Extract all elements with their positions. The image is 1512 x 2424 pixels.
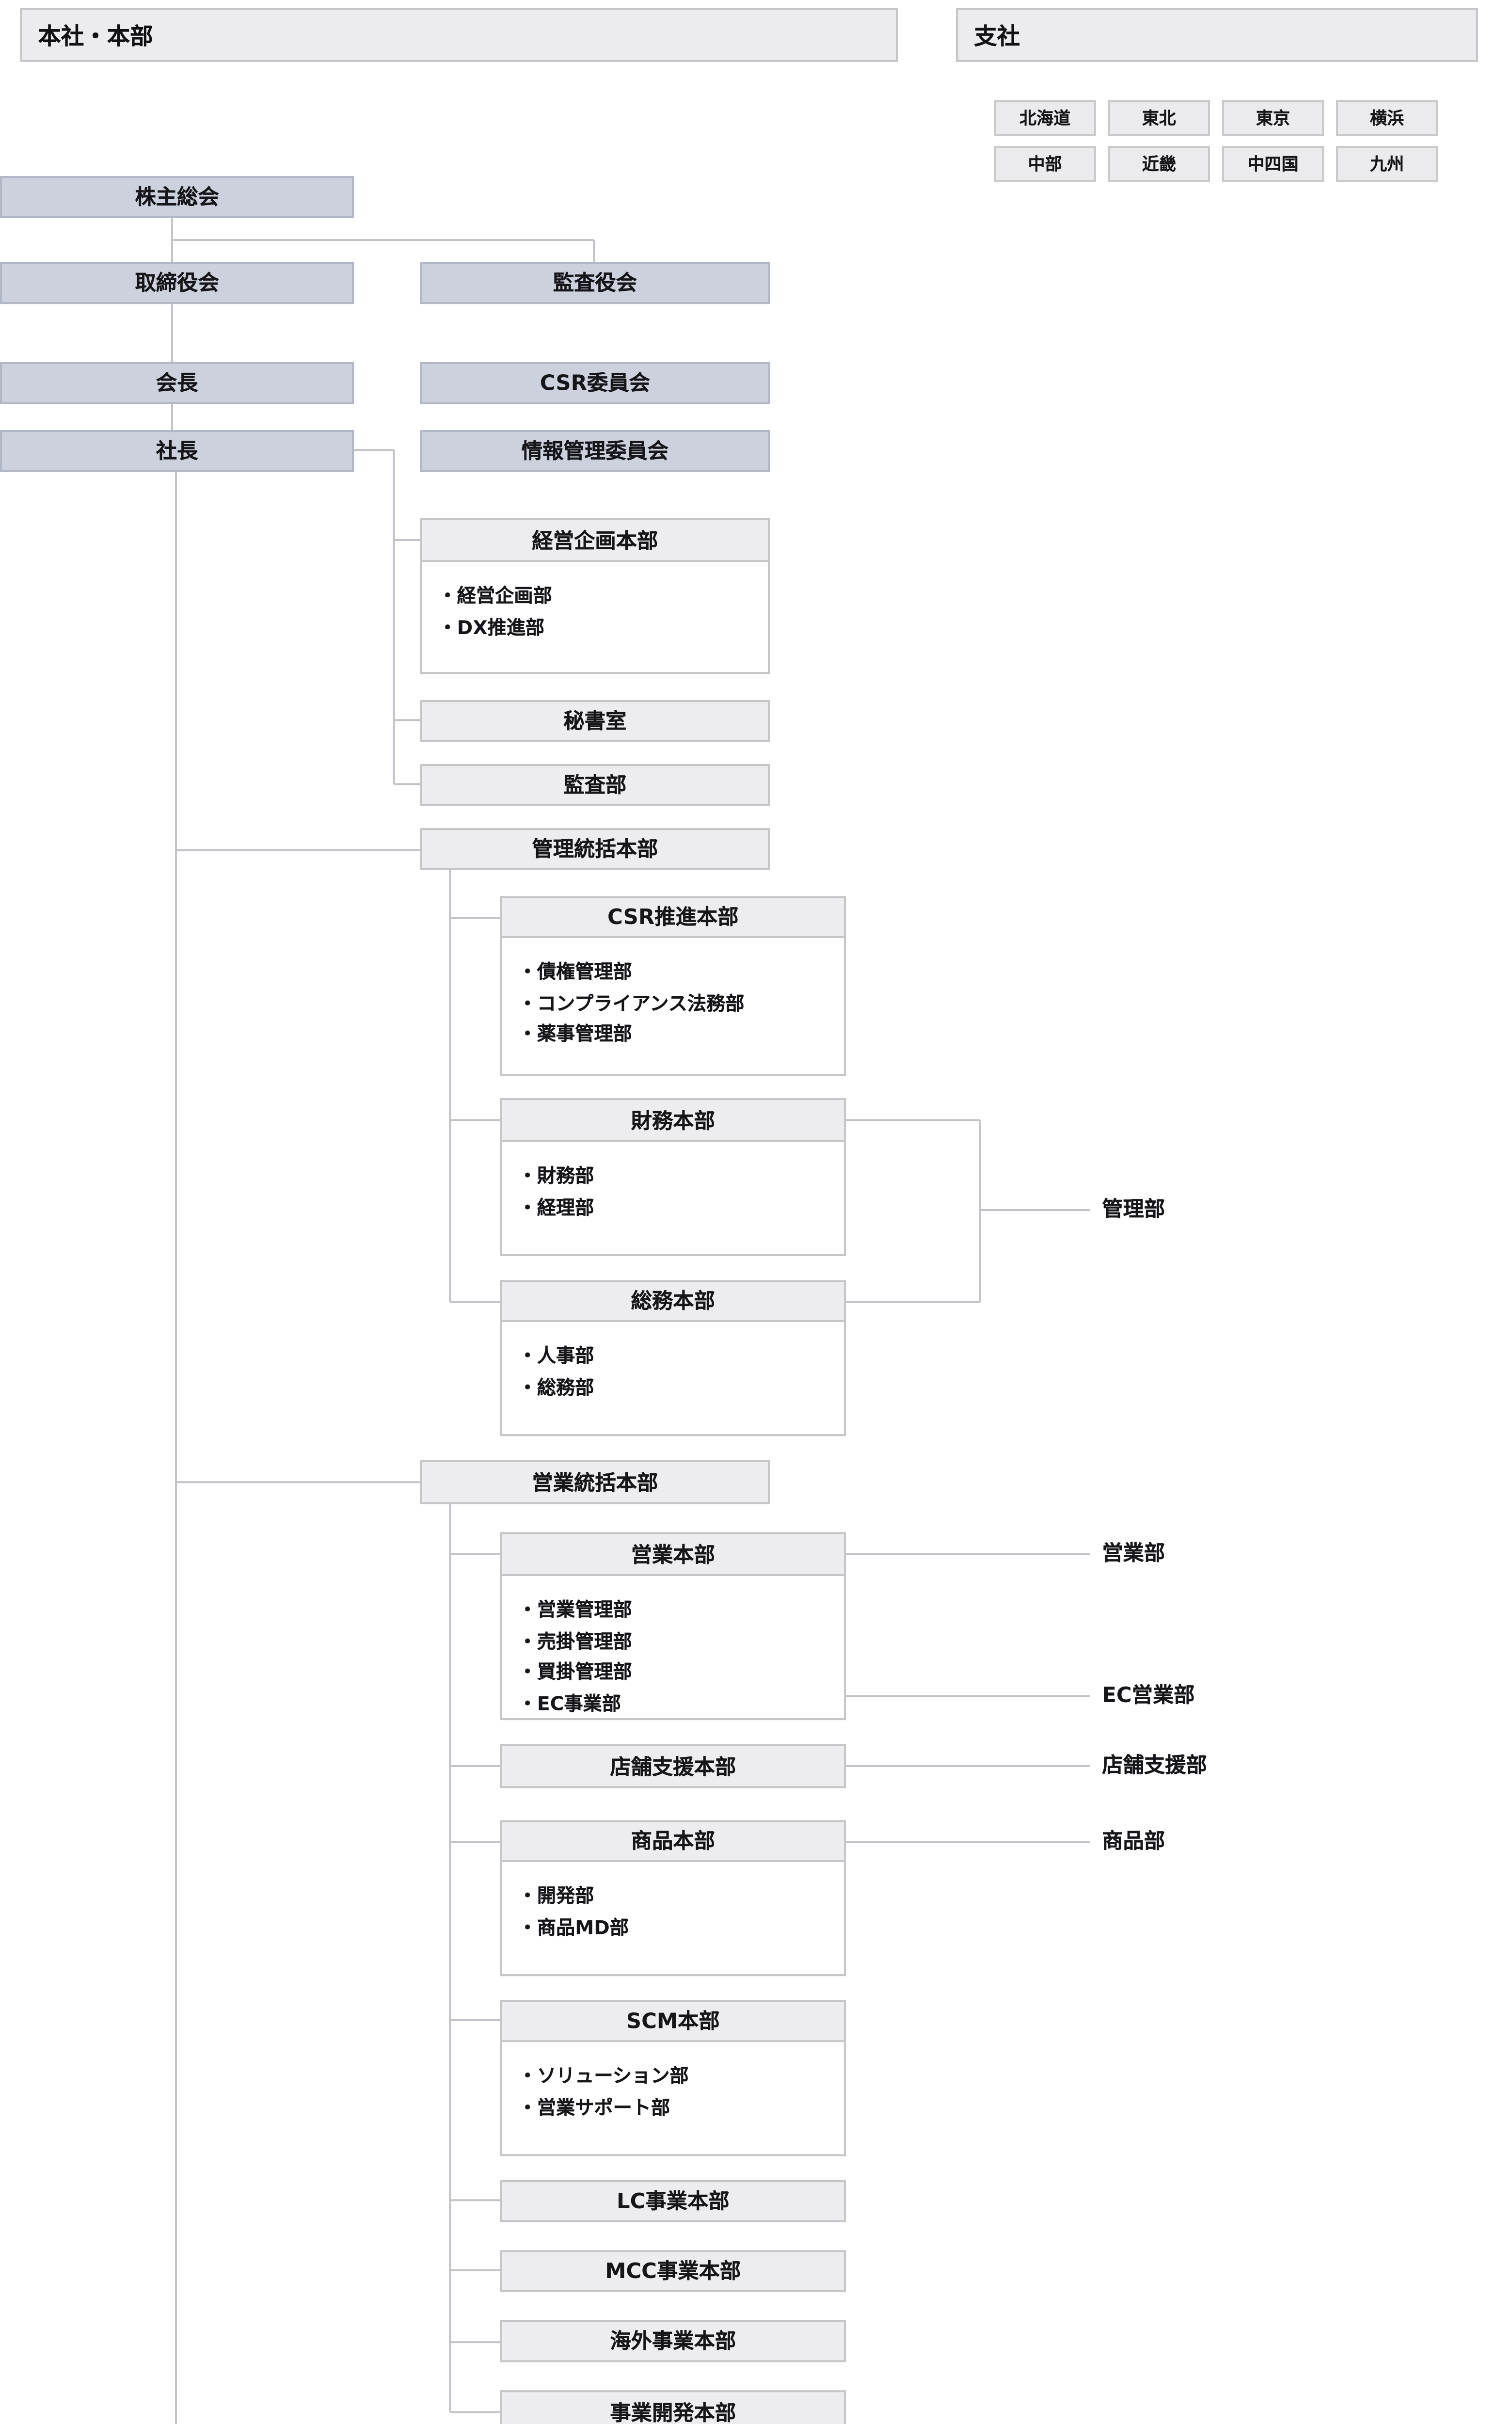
- department-item: 薬事管理部: [518, 1020, 840, 1051]
- division-title: SCM本部: [500, 2000, 846, 2042]
- department-item: 営業管理部: [518, 1596, 840, 1627]
- division-csr-promotion: CSR推進本部 債権管理部 コンプライアンス法務部 薬事管理部: [500, 896, 846, 1076]
- division-departments: 営業管理部 売掛管理部 買掛管理部 EC事業部: [500, 1576, 846, 1721]
- department-item: 売掛管理部: [518, 1627, 840, 1658]
- department-item: 営業サポート部: [518, 2093, 840, 2124]
- department-item: 開発部: [518, 1882, 840, 1913]
- division-general-affairs: 総務本部 人事部 総務部: [500, 1280, 846, 1436]
- department-item: コンプライアンス法務部: [518, 989, 840, 1020]
- branch-chip-chushikoku[interactable]: 中四国: [1222, 146, 1324, 182]
- division-store-support: 店舗支援本部: [500, 1744, 846, 1788]
- division-admin-control-hq: 管理統括本部: [420, 828, 770, 870]
- department-item: ソリューション部: [518, 2062, 840, 2093]
- division-title: CSR推進本部: [500, 896, 846, 938]
- division-sales: 営業本部 営業管理部 売掛管理部 買掛管理部 EC事業部: [500, 1532, 846, 1721]
- right-label-admin-dept: 管理部: [1102, 1198, 1165, 1222]
- branch-chip-hokkaido[interactable]: 北海道: [994, 100, 1096, 136]
- department-item: 総務部: [518, 1373, 840, 1404]
- division-scm: SCM本部 ソリューション部 営業サポート部: [500, 2000, 846, 2156]
- division-departments: 開発部 商品MD部: [500, 1862, 846, 1977]
- org-box-audit-board: 監査役会: [420, 262, 770, 304]
- division-audit-dept: 監査部: [420, 764, 770, 806]
- division-title: 経営企画本部: [420, 518, 770, 562]
- division-lc-business: LC事業本部: [500, 2180, 846, 2222]
- division-title: 商品本部: [500, 1820, 846, 1863]
- org-box-csr-committee: CSR委員会: [420, 362, 770, 404]
- department-item: DX推進部: [438, 613, 764, 644]
- section-header-headquarters: 本社・本部: [20, 8, 898, 62]
- division-management-planning: 経営企画本部 経営企画部 DX推進部: [420, 518, 770, 674]
- right-label-sales-dept: 営業部: [1102, 1542, 1165, 1566]
- division-departments: 財務部 経理部: [500, 1142, 846, 1256]
- department-item: 財務部: [518, 1162, 840, 1193]
- division-title: 財務本部: [500, 1098, 846, 1142]
- right-label-store-support-dept: 店舗支援部: [1102, 1754, 1207, 1778]
- org-box-president: 社長: [0, 430, 354, 472]
- division-title: 営業本部: [500, 1532, 846, 1577]
- department-item: 経営企画部: [438, 582, 764, 613]
- department-item: 経理部: [518, 1193, 840, 1224]
- division-business-development: 事業開発本部: [500, 2390, 846, 2424]
- division-merchandise: 商品本部 開発部 商品MD部: [500, 1820, 846, 1977]
- section-header-branches: 支社: [956, 8, 1478, 62]
- division-departments: 経営企画部 DX推進部: [420, 562, 770, 674]
- right-label-ec-sales-dept: EC営業部: [1102, 1684, 1195, 1708]
- branch-chip-kinki[interactable]: 近畿: [1108, 146, 1210, 182]
- division-secretariat: 秘書室: [420, 700, 770, 742]
- branch-chip-tohoku[interactable]: 東北: [1108, 100, 1210, 136]
- division-finance: 財務本部 財務部 経理部: [500, 1098, 846, 1256]
- department-item: EC事業部: [518, 1689, 840, 1720]
- right-label-merchandise-dept: 商品部: [1102, 1830, 1165, 1854]
- division-departments: 人事部 総務部: [500, 1322, 846, 1436]
- division-departments: 債権管理部 コンプライアンス法務部 薬事管理部: [500, 938, 846, 1076]
- department-item: 債権管理部: [518, 958, 840, 989]
- division-mcc-business: MCC事業本部: [500, 2250, 846, 2293]
- org-box-info-management-committee: 情報管理委員会: [420, 430, 770, 472]
- division-sales-control-hq: 営業統括本部: [420, 1460, 770, 1504]
- department-item: 商品MD部: [518, 1913, 840, 1944]
- org-box-shareholders-meeting: 株主総会: [0, 176, 354, 218]
- division-title: 総務本部: [500, 1280, 846, 1323]
- branch-chip-yokohama[interactable]: 横浜: [1336, 100, 1438, 136]
- department-item: 人事部: [518, 1342, 840, 1373]
- org-box-chairman: 会長: [0, 362, 354, 404]
- department-item: 買掛管理部: [518, 1658, 840, 1689]
- branch-chip-chubu[interactable]: 中部: [994, 146, 1096, 182]
- division-overseas-business: 海外事業本部: [500, 2320, 846, 2362]
- org-box-board-of-directors: 取締役会: [0, 262, 354, 304]
- division-departments: ソリューション部 営業サポート部: [500, 2042, 846, 2156]
- branch-chip-tokyo[interactable]: 東京: [1222, 100, 1324, 136]
- branch-chip-kyushu[interactable]: 九州: [1336, 146, 1438, 182]
